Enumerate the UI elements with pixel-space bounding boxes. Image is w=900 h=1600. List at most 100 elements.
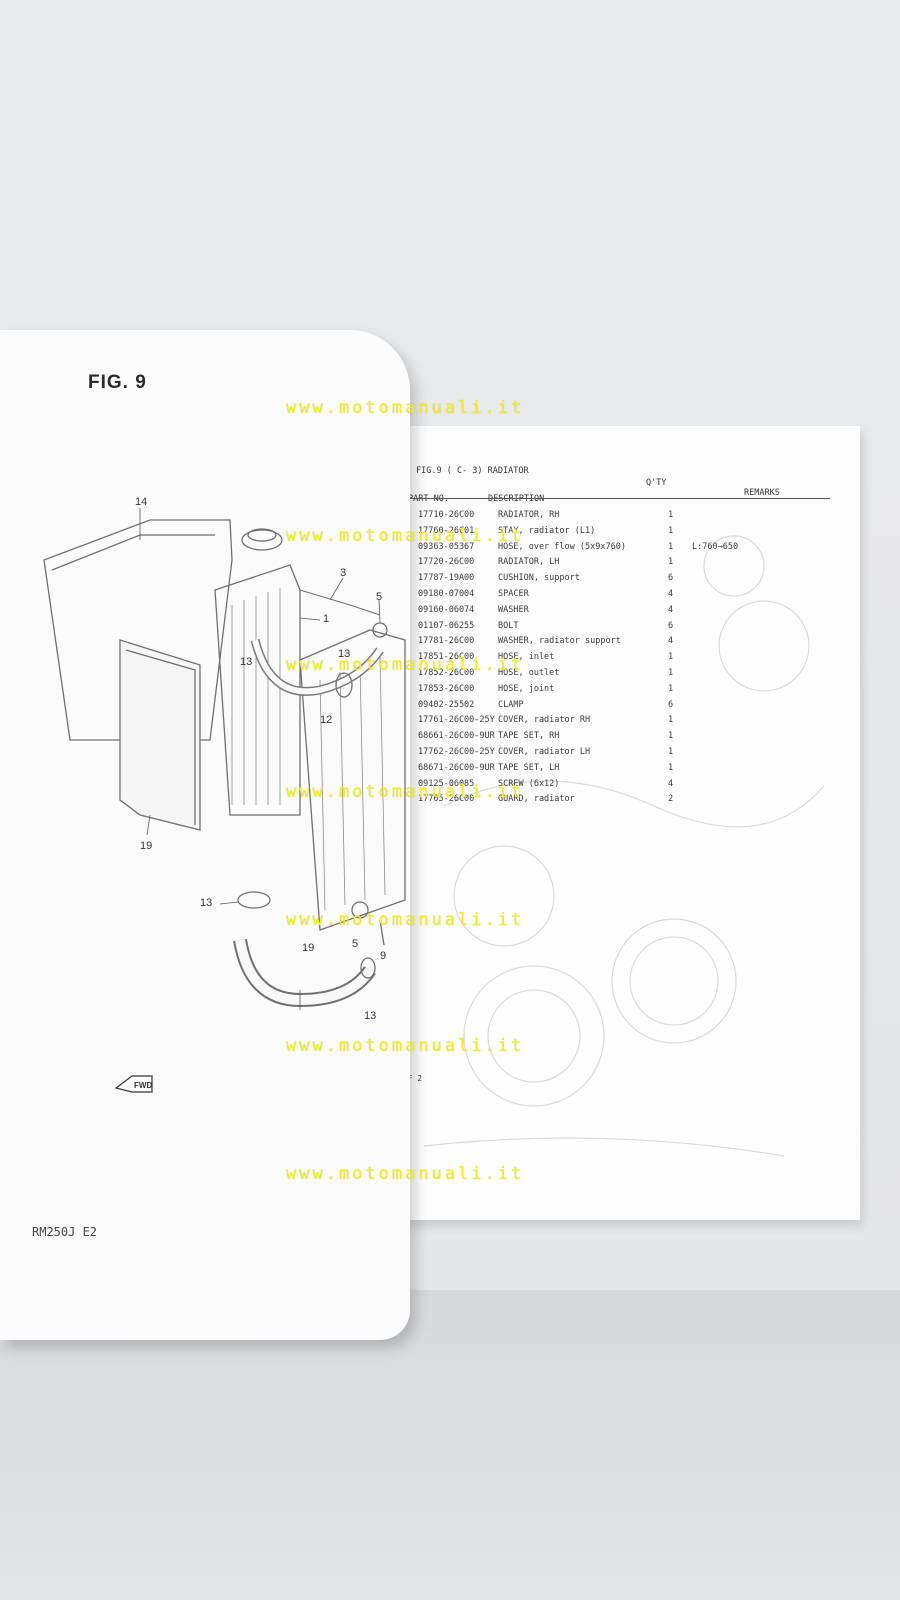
washer — [372, 622, 388, 638]
part-number-cell: 17710-26C00 — [418, 510, 475, 520]
description-cell: BOLT — [498, 620, 519, 631]
part-number-cell: 17787-19A00 — [418, 573, 475, 584]
right-page — [404, 426, 860, 1220]
part-number-cell: 01107-06255 — [418, 620, 475, 631]
quantity-cell: 1 — [668, 715, 674, 726]
hose-overflow — [299, 589, 381, 616]
callout-13: 13 — [240, 656, 253, 668]
header-divider — [404, 498, 830, 499]
table-row: 17853-26C00 HOSE, joint 1 — [418, 684, 838, 700]
radiator-lh-fins — [231, 588, 281, 805]
description-cell: HOSE, joint — [498, 683, 555, 694]
quantity-cell: 1 — [668, 747, 674, 757]
frame-inner-line — [51, 534, 215, 571]
table-header: FIG.9 ( C- 3) RADIATOR — [416, 466, 529, 476]
description-cell: SPACER — [498, 589, 529, 599]
quantity-cell: 1 — [668, 541, 674, 552]
part-number-cell: 09160-06074 — [418, 604, 475, 615]
quantity-cell: 1 — [668, 557, 674, 568]
radiator-cap — [241, 529, 283, 551]
part-number-cell: 17851-26C00 — [418, 652, 475, 663]
quantity-cell: 6 — [668, 620, 674, 631]
page-code: 9 F 2 — [398, 1074, 423, 1083]
radiator-rh-fins — [319, 655, 386, 911]
description-cell: TAPE SET, RH — [498, 731, 560, 742]
callout-13: 13 — [338, 648, 351, 660]
description-cell: CLAMP — [498, 699, 524, 710]
quantity-cell: 6 — [668, 573, 674, 584]
remarks-cell: L:760→650 — [692, 541, 739, 552]
quantity-cell: 1 — [668, 652, 674, 663]
callout-5: 5 — [352, 938, 359, 950]
clamp — [360, 957, 376, 979]
watermark: www.motomanuali.it — [286, 1036, 525, 1056]
description-cell: RADIATOR, RH — [498, 510, 560, 520]
description-cell: WASHER, radiator support — [498, 636, 621, 647]
description-cell: SCREW (6x12) — [498, 778, 560, 789]
watermark: www.motomanuali.it — [286, 398, 525, 418]
description-cell: HOSE, inlet — [498, 652, 555, 663]
radiator-lh-core — [214, 564, 301, 816]
part-number-cell: 17762-26C00-25Y — [418, 747, 495, 757]
quantity-cell: 1 — [668, 683, 674, 694]
description-cell: HOSE, outlet — [498, 668, 560, 678]
watermark: www.motomanuali.it — [286, 655, 525, 675]
quantity-cell: 4 — [668, 589, 674, 599]
watermark: www.motomanuali.it — [286, 782, 525, 802]
screw — [379, 919, 385, 946]
part-number-cell: 09125-06085 — [418, 778, 475, 789]
callout-12: 12 — [320, 714, 333, 726]
table-row: 17851-26C00 HOSE, inlet 1 — [418, 652, 838, 668]
part-number-column-header: PART NO. — [408, 494, 449, 504]
quantity-cell: 1 — [668, 762, 674, 773]
quantity-cell: 1 — [668, 731, 674, 742]
part-number-cell: 17761-26C00-25Y — [418, 715, 495, 726]
qty-column-header: Q'TY — [646, 478, 667, 488]
radiator-cover-lh — [119, 639, 201, 831]
callout-13: 13 — [200, 897, 213, 909]
remarks-column-header: REMARKS — [744, 488, 780, 498]
model-code: RM250J E2 — [32, 1225, 98, 1239]
quantity-cell: 6 — [668, 699, 674, 710]
callout-5: 5 — [376, 591, 383, 603]
table-row: 09363-05367 HOSE, over flow (5x9x760) 1 L:7… — [418, 542, 838, 558]
clamp — [237, 891, 271, 909]
clamp — [335, 672, 353, 698]
part-number-cell: 68661-26C00-9UR — [418, 731, 495, 742]
callout-3: 3 — [340, 567, 347, 579]
part-number-cell: 17765-26C00 — [418, 794, 475, 805]
table-row: 17710-26C00 RADIATOR, RH 1 — [418, 510, 838, 526]
description-cell: COVER, radiator RH — [498, 715, 591, 726]
description-column-header: DESCRIPTION — [488, 494, 545, 504]
forward-arrow-icon — [114, 1075, 153, 1093]
quantity-cell: 4 — [668, 604, 674, 615]
part-number-cell: 17853-26C00 — [418, 683, 475, 694]
description-cell: COVER, radiator LH — [498, 747, 591, 757]
washer — [351, 901, 369, 919]
cover-inner-line — [125, 649, 196, 825]
description-cell: HOSE, over flow (5x9x760) — [498, 541, 626, 552]
table-row: 17852-26C00 HOSE, outlet 1 — [418, 668, 838, 684]
quantity-cell: 1 — [668, 668, 674, 678]
callout-19: 19 — [302, 942, 315, 954]
quantity-cell: 1 — [668, 525, 674, 536]
part-number-cell: 17720-26C00 — [418, 557, 475, 568]
callout-13: 13 — [364, 1010, 377, 1022]
part-number-cell: 17852-26C00 — [418, 668, 475, 678]
quantity-cell: 1 — [668, 510, 674, 520]
callout-14: 14 — [135, 496, 148, 508]
part-number-cell: 09402-25502 — [418, 699, 475, 710]
part-number-cell: 09363-05367 — [418, 541, 475, 552]
table-row: 09402-25502 CLAMP 6 — [418, 700, 838, 716]
table-row: 01107-06255 BOLT 6 — [418, 621, 838, 637]
part-number-cell: 17781-26C00 — [418, 636, 475, 647]
watermark: www.motomanuali.it — [286, 1164, 525, 1184]
